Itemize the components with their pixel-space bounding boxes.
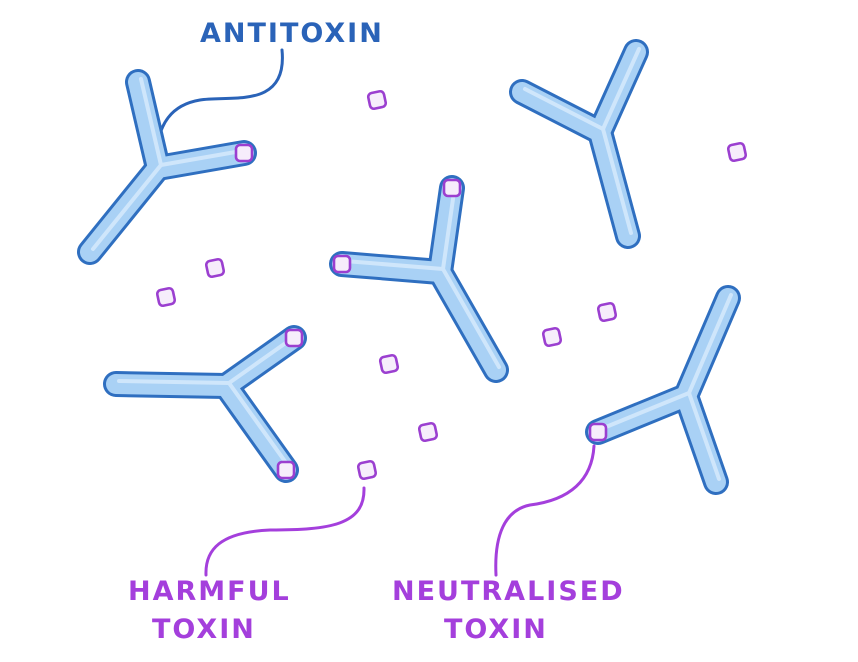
free-toxin (356, 459, 378, 481)
bound-toxin (276, 460, 296, 480)
neutralised-toxin-label-line2: TOXIN (444, 614, 548, 645)
bound-toxin (588, 422, 608, 442)
free-toxin (204, 257, 226, 279)
antibody-bottom-left (103, 325, 307, 483)
free-toxin (541, 326, 563, 348)
bound-toxin (284, 328, 304, 348)
antibody-top-left (77, 69, 257, 265)
bound-toxin (332, 254, 352, 274)
neutralised-toxin-leader-line (494, 444, 596, 577)
antibody-bottom-right (585, 285, 741, 495)
free-toxin (596, 301, 618, 323)
free-toxin (726, 141, 748, 163)
antitoxin-leader-line (154, 48, 284, 152)
antibody-top-right (509, 39, 649, 249)
bound-toxin (442, 178, 462, 198)
harmful-toxin-label-line1: HARMFUL (128, 576, 291, 607)
bound-toxin (234, 143, 254, 163)
antibody-group (77, 39, 741, 495)
free-toxin (378, 353, 400, 375)
harmful-toxin-label-line2: TOXIN (152, 614, 256, 645)
free-toxin (366, 89, 388, 111)
antitoxin-label: ANTITOXIN (200, 18, 384, 49)
free-toxin (155, 286, 177, 308)
neutralised-toxin-label-line1: NEUTRALISED (392, 576, 625, 607)
antibody-center (329, 175, 509, 383)
toxin-group (155, 89, 748, 481)
free-toxin (417, 421, 439, 443)
harmful-toxin-leader-line (204, 486, 366, 577)
